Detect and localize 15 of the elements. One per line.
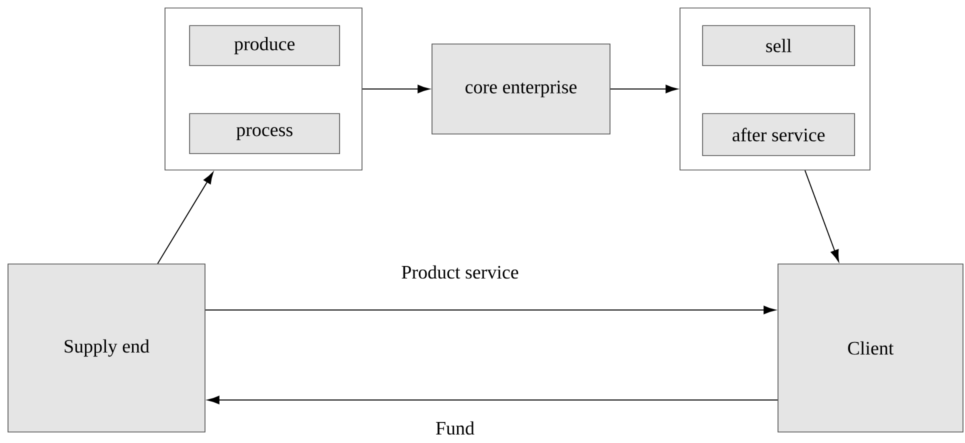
edge-label: Fund bbox=[434, 420, 476, 436]
process-box: core enterprise bbox=[432, 44, 610, 134]
arrow bbox=[204, 306, 776, 314]
arrow bbox=[362, 84, 430, 94]
edge-label: Product service bbox=[400, 264, 520, 280]
arrow bbox=[157, 172, 214, 264]
arrow bbox=[610, 84, 678, 94]
entity-box: Client bbox=[778, 264, 964, 432]
arrow bbox=[804, 170, 840, 262]
process-box: process bbox=[189, 113, 340, 154]
process-box: sell bbox=[702, 25, 855, 66]
process-box: produce bbox=[189, 25, 340, 66]
process-box: after service bbox=[702, 113, 855, 156]
arrow bbox=[207, 396, 778, 404]
entity-box: Supply end bbox=[8, 264, 206, 432]
